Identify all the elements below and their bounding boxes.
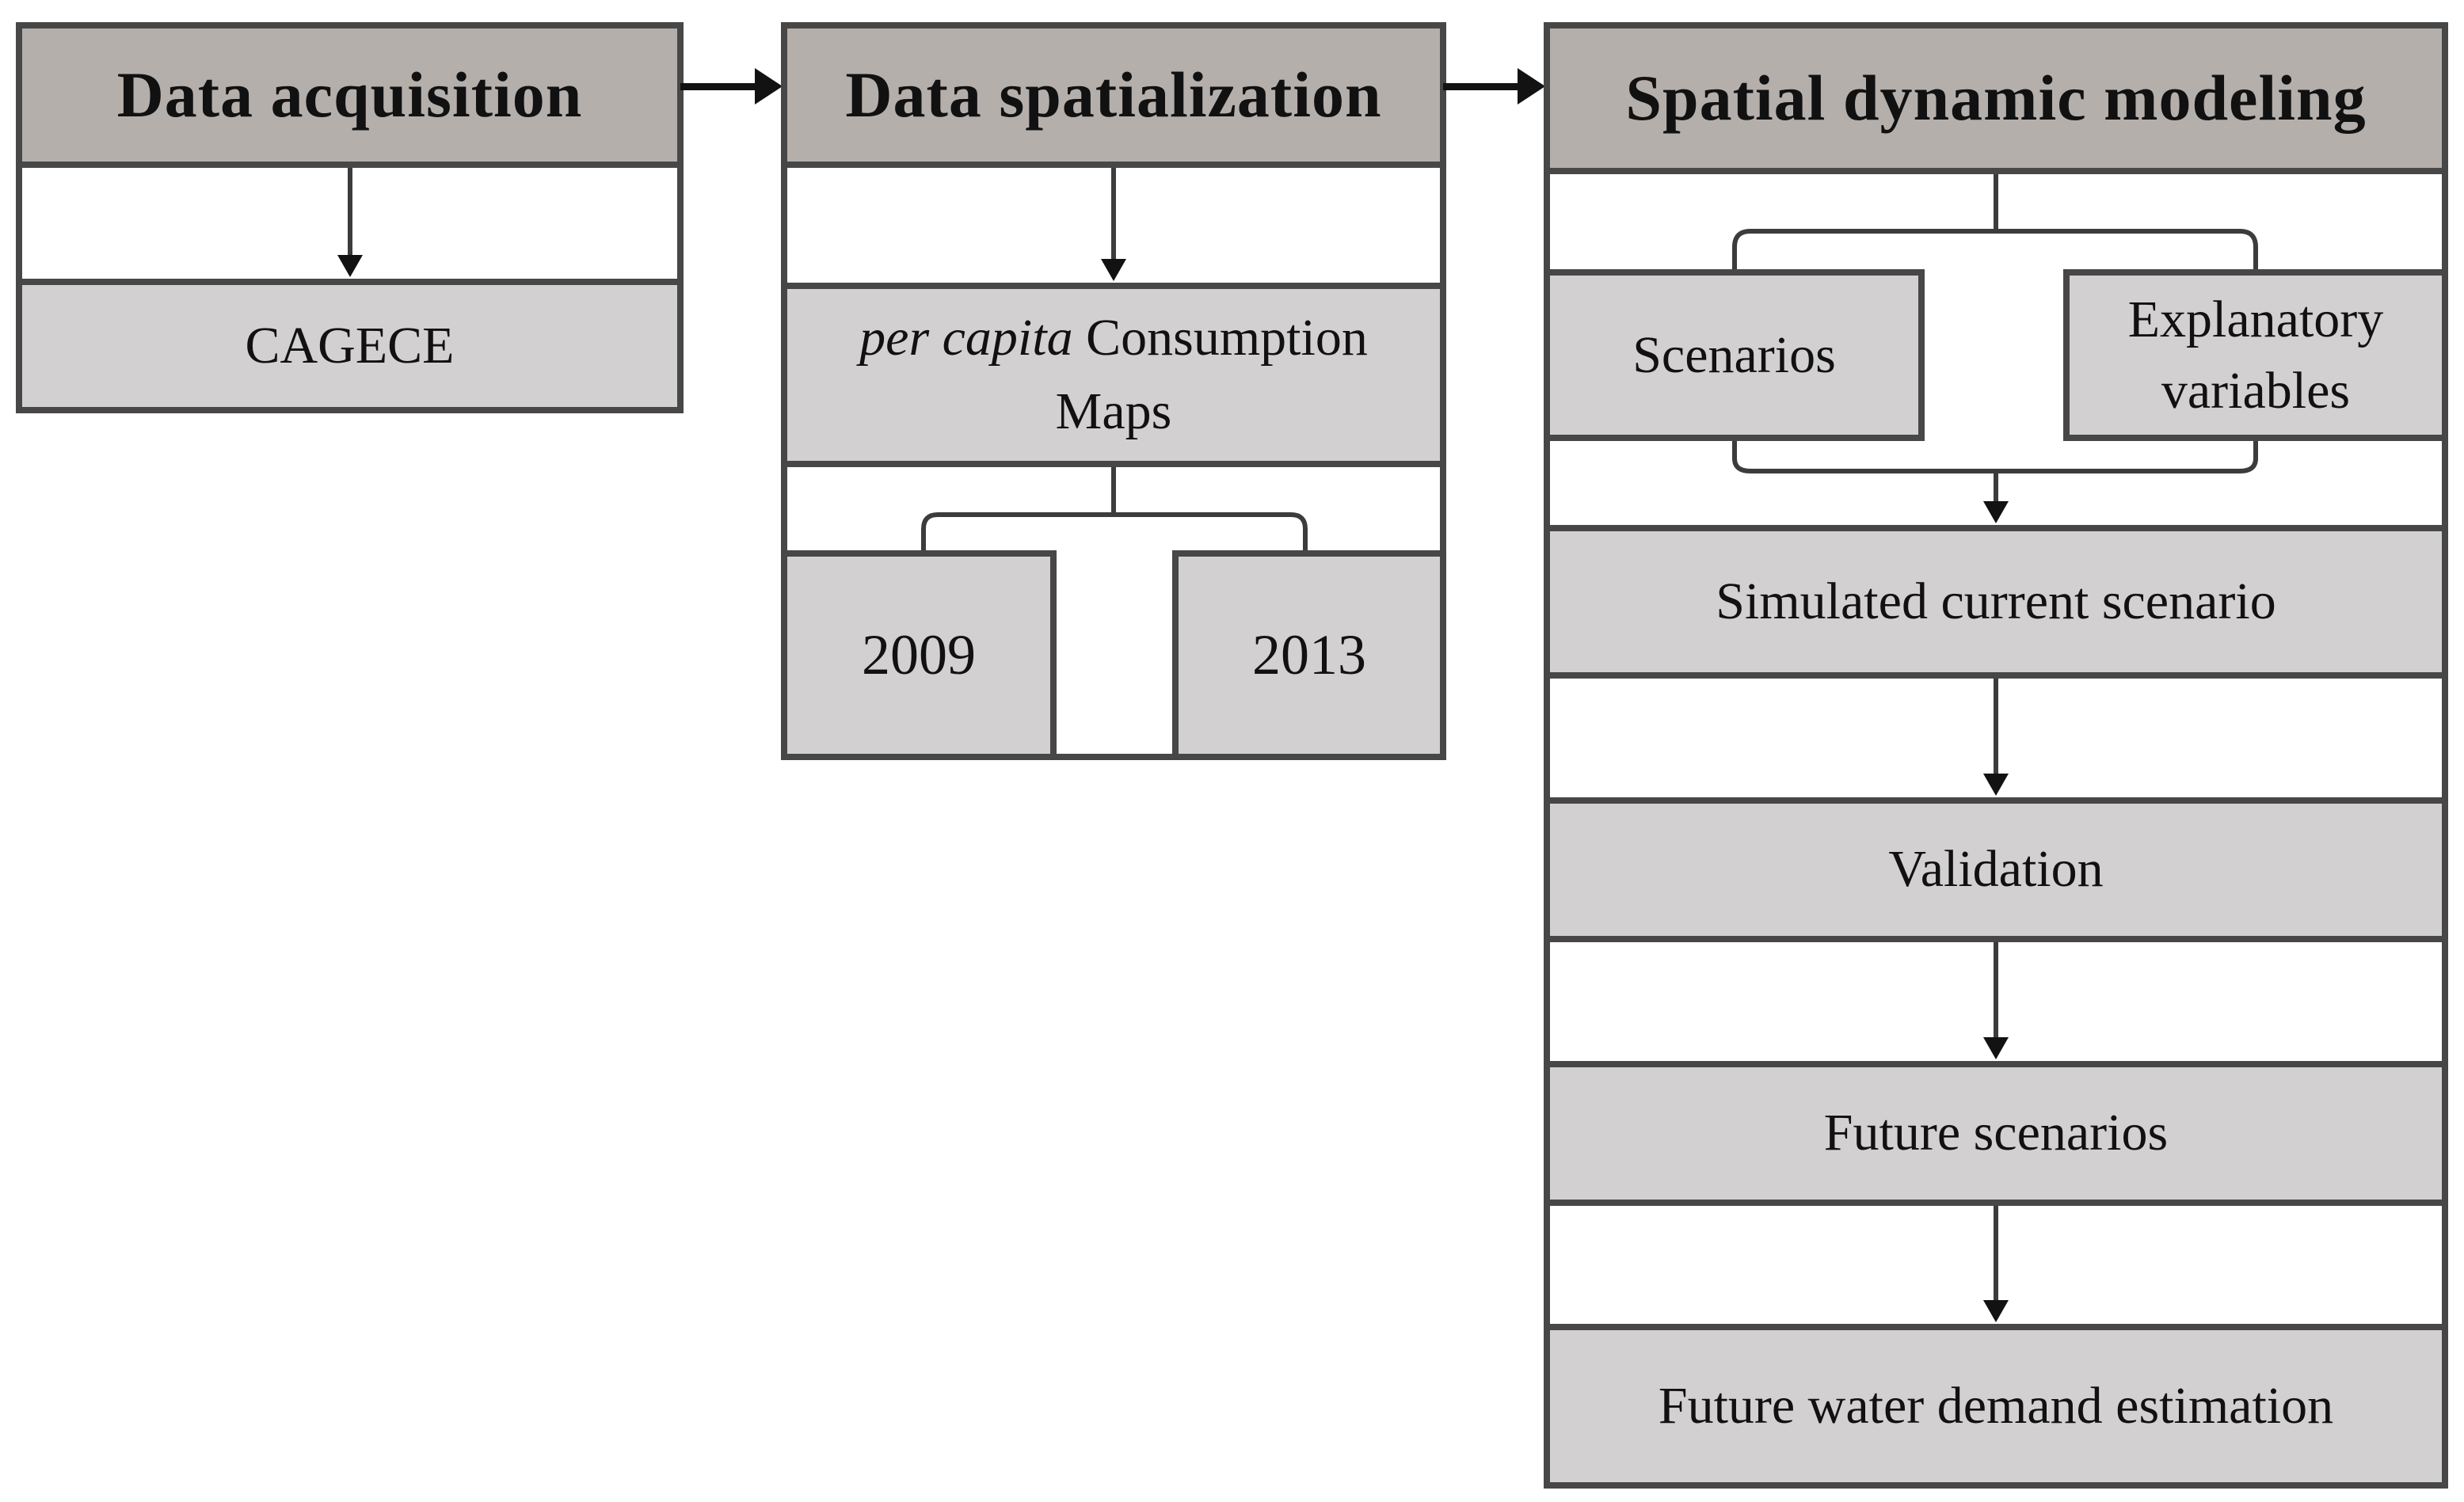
merge-connector-gap — [1544, 441, 2448, 525]
year-gap-spacer — [1057, 550, 1172, 754]
box-future-scenarios: Future scenarios — [1544, 1061, 2448, 1206]
arrow-col2-col3-line — [1443, 83, 1522, 90]
down-arrowhead-icon — [1101, 259, 1126, 281]
label-italic-part: per capita — [859, 309, 1073, 367]
box-label: Validation — [1888, 840, 2104, 899]
box-label: Scenarios — [1632, 325, 1836, 384]
header-title: Data acquisition — [116, 59, 583, 131]
box-per-capita-consumption-maps: per capita Consumption Maps — [781, 283, 1446, 467]
branch-connector — [921, 467, 1308, 550]
arrow-col1-col2-line — [680, 83, 760, 90]
down-arrow-line — [1994, 679, 1998, 777]
column-data-spatialization: Data spatialization per capita Consumpti… — [781, 22, 1446, 760]
box-label: 2013 — [1252, 623, 1366, 686]
label-line2: Maps — [1055, 382, 1172, 440]
down-arrowhead-icon — [1983, 1300, 2009, 1322]
branch-connector-gap — [781, 467, 1446, 550]
box-label: Simulated current scenario — [1716, 572, 2276, 630]
split-connector — [1732, 174, 2258, 269]
box-2013: 2013 — [1172, 550, 1446, 754]
scenario-gap-spacer — [1925, 269, 2063, 441]
merge-connector — [1732, 441, 2258, 523]
down-arrowhead-icon — [1983, 774, 2009, 796]
down-arrowhead-icon — [1983, 1037, 2009, 1059]
scenario-boxes-row: Scenarios Explanatory variables — [1544, 269, 2448, 441]
down-arrow-line — [347, 168, 352, 258]
down-arrowhead-icon — [337, 255, 363, 277]
box-2009: 2009 — [781, 550, 1057, 754]
down-arrow-line — [1111, 168, 1116, 262]
down-arrow-line — [1994, 942, 1998, 1040]
box-label: Future scenarios — [1823, 1104, 2169, 1162]
box-label: Explanatory variables — [2127, 291, 2384, 420]
header-data-acquisition: Data acquisition — [16, 22, 684, 168]
box-simulated-current-scenario: Simulated current scenario — [1544, 525, 2448, 679]
year-boxes-row: 2009 2013 — [781, 550, 1446, 760]
connector-gap — [16, 168, 684, 279]
column-spatial-dynamic-modeling: Spatial dynamic modeling Scenarios Expla… — [1544, 22, 2448, 1489]
arrow-col2-col3-head-icon — [1518, 68, 1545, 105]
box-validation: Validation — [1544, 797, 2448, 942]
column-data-acquisition: Data acquisition CAGECE — [16, 22, 684, 413]
split-connector-gap — [1544, 174, 2448, 269]
arrow-col1-col2-head-icon — [755, 68, 783, 105]
box-scenarios: Scenarios — [1544, 269, 1925, 441]
box-label: per capita Consumption Maps — [859, 302, 1368, 448]
box-label: CAGECE — [245, 316, 455, 375]
connector-gap — [781, 168, 1446, 283]
header-title: Data spatialization — [845, 59, 1382, 131]
box-future-water-demand-estimation: Future water demand estimation — [1544, 1324, 2448, 1489]
header-spatial-dynamic-modeling: Spatial dynamic modeling — [1544, 22, 2448, 174]
box-explanatory-variables: Explanatory variables — [2063, 269, 2448, 441]
box-label: 2009 — [862, 623, 976, 686]
connector-gap — [1544, 942, 2448, 1061]
header-title: Spatial dynamic modeling — [1625, 62, 2367, 134]
label-rest-part: Consumption — [1072, 309, 1368, 367]
header-data-spatialization: Data spatialization — [781, 22, 1446, 168]
connector-gap — [1544, 1206, 2448, 1324]
connector-gap — [1544, 679, 2448, 797]
box-cagece: CAGECE — [16, 279, 684, 413]
box-label: Future water demand estimation — [1658, 1376, 2334, 1435]
down-arrow-line — [1994, 1206, 1998, 1303]
